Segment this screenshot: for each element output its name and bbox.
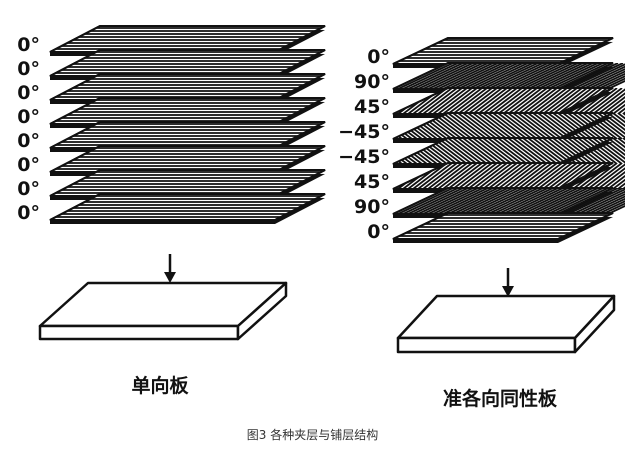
right-ply-angle-label-1: 90° (354, 71, 390, 93)
right-ply-0 (392, 37, 614, 68)
left-ply-angle-label-3: 0° (17, 106, 40, 128)
left-ply-3 (49, 97, 326, 128)
left-ply-1 (49, 49, 326, 80)
right-ply-angle-label-3: −45° (338, 121, 390, 143)
fiber-hatching (393, 63, 625, 89)
left-ply-angle-label-2: 0° (17, 82, 40, 104)
right-ply-angle-label-2: 45° (354, 96, 390, 118)
right-ply-angle-label-5: 45° (354, 171, 390, 193)
left-ply-7 (49, 193, 326, 224)
quasi-isotropic-ply-stack: 0° 90° 45° −45° −45° 45° 90° 0° (338, 37, 625, 243)
left-ply-angle-label-7: 0° (17, 202, 40, 224)
right-ply-7 (392, 212, 614, 243)
left-ply-angle-label-5: 0° (17, 154, 40, 176)
left-ply-angle-label-0: 0° (17, 34, 40, 56)
right-ply-4 (392, 137, 625, 168)
right-ply-1 (392, 62, 625, 93)
fiber-hatching (399, 39, 609, 62)
right-panel-label: 准各向同性板 (443, 387, 558, 410)
fiber-hatching (55, 195, 322, 218)
unidirectional-ply-stack: 0°0°0°0°0°0°0°0° (17, 25, 326, 224)
right-ply-angle-label-4: −45° (338, 146, 390, 168)
fiber-hatching (55, 75, 322, 98)
right-ply-angle-label-7: 0° (367, 221, 390, 243)
fiber-hatching (399, 214, 609, 237)
right-ply-6 (392, 187, 625, 218)
left-ply-2 (49, 73, 326, 104)
left-ply-angle-label-4: 0° (17, 130, 40, 152)
fiber-hatching (55, 171, 322, 194)
quasi-isotropic-laminate-plate (396, 294, 616, 354)
left-down-arrow (164, 254, 176, 283)
left-ply-angle-label-1: 0° (17, 58, 40, 80)
fiber-hatching (393, 188, 625, 214)
left-panel-label: 单向板 (131, 374, 189, 397)
fiber-hatching (55, 99, 322, 122)
right-ply-angle-label-0: 0° (367, 46, 390, 68)
right-ply-angle-label-6: 90° (354, 196, 390, 218)
unidirectional-laminate-plate (38, 281, 288, 341)
left-ply-angle-label-6: 0° (17, 178, 40, 200)
figure-caption: 图3 各种夹层与铺层结构 (246, 428, 379, 442)
right-down-arrow (502, 268, 514, 297)
